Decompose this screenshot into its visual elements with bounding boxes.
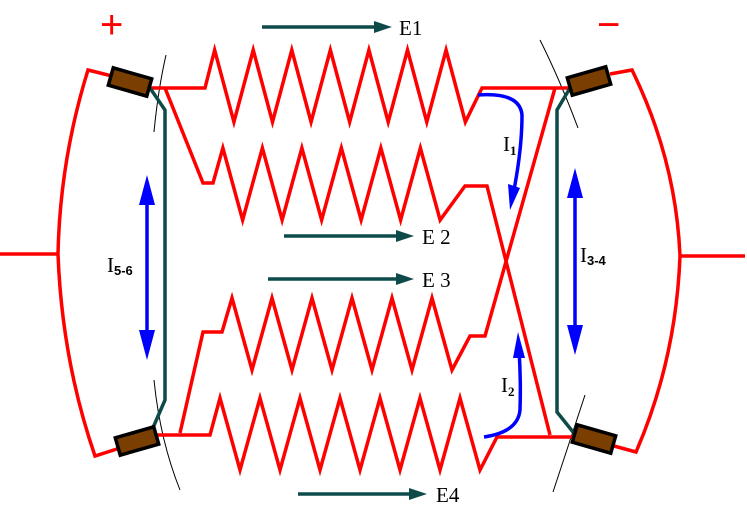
label-i1: I1 — [503, 132, 517, 158]
current-arrow-i34 — [567, 168, 583, 355]
commutator-arc-top-left — [153, 54, 167, 133]
left-equalizer — [148, 87, 167, 431]
label-e2: E 2 — [422, 225, 451, 249]
label-i56: I5-6 — [107, 253, 133, 278]
commutator-arc-bottom-right — [552, 394, 586, 493]
coil-e1 — [150, 43, 570, 129]
field-arrow-e1 — [262, 21, 392, 33]
coil-e4 — [150, 391, 590, 477]
brush-top-right — [565, 64, 613, 98]
commutator-arc-bottom-left — [153, 379, 181, 491]
field-arrow-e4 — [298, 488, 427, 500]
label-e4: E4 — [436, 483, 460, 507]
left-lead — [56, 67, 121, 459]
brush-bottom-left — [113, 424, 161, 458]
current-arrow-i1 — [477, 92, 524, 210]
coil-e3 — [178, 87, 557, 434]
current-arrow-i2 — [483, 332, 525, 439]
current-arrow-i56 — [139, 175, 155, 360]
label-i34: I3-4 — [580, 243, 607, 268]
right-lead — [609, 68, 682, 455]
field-arrow-e2 — [284, 230, 414, 242]
brush-bottom-right — [570, 422, 618, 456]
plus-sign: + — [100, 3, 123, 47]
label-e1: E1 — [399, 16, 422, 40]
coil-e2 — [163, 87, 552, 436]
brush-top-left — [106, 65, 154, 99]
label-i2: I2 — [501, 373, 515, 399]
minus-sign: − — [597, 3, 620, 47]
field-arrow-e3 — [268, 273, 414, 285]
right-equalizer — [555, 87, 575, 434]
commutator-arc-top-right — [539, 39, 579, 129]
label-e3: E 3 — [422, 268, 451, 292]
